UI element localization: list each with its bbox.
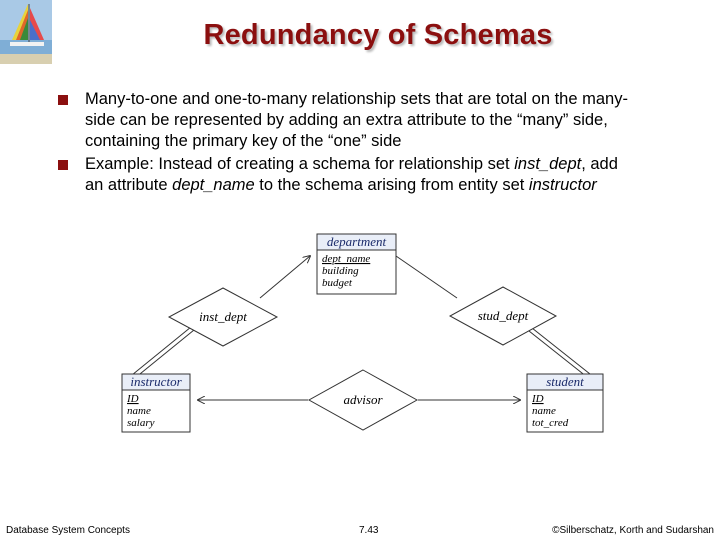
entity-attribute-pk: ID: [531, 393, 544, 405]
relationship-label: advisor: [344, 392, 384, 407]
bullet-item: Many-to-one and one-to-many relationship…: [58, 89, 638, 152]
relationship-label: stud_dept: [478, 308, 529, 323]
entity-attribute: building: [322, 265, 359, 277]
bullet-item: Example: Instead of creating a schema fo…: [58, 154, 638, 196]
entity-instructor: instructor ID name salary: [121, 373, 191, 433]
entity-attribute: budget: [322, 277, 353, 289]
entity-attribute: name: [127, 405, 151, 417]
er-diagram: department dept_name building budget ins…: [121, 233, 604, 433]
entity-attribute: tot_cred: [532, 417, 569, 429]
entity-title: department: [327, 234, 387, 249]
student-to-stud-dept-line-b: [528, 330, 588, 378]
bullet-text-part: , add an attribute: [85, 155, 618, 194]
inst-dept-to-department-line: [259, 256, 310, 299]
stud-dept-to-department-line: [395, 255, 458, 299]
instructor-to-inst-dept-line-b: [134, 329, 195, 379]
entity-student: student ID name tot_cred: [526, 373, 604, 433]
slide-title: Redundancy of Schemas: [203, 19, 553, 51]
instructor-to-inst-dept-line-a: [131, 326, 192, 376]
entity-attribute: salary: [127, 417, 155, 429]
relationship-stud-dept: stud_dept: [448, 286, 558, 346]
square-bullet-icon: [58, 160, 68, 170]
entity-attribute-pk: ID: [126, 393, 139, 405]
footer-slide-number: 7.43: [359, 525, 379, 536]
bullet-text-part: to the schema arising from entity set: [254, 176, 529, 194]
relationship-inst-dept: inst_dept: [167, 287, 279, 347]
bullet-text-part: Example: Instead of creating a schema fo…: [85, 155, 515, 173]
entity-attribute: name: [532, 405, 556, 417]
bullet-list: Many-to-one and one-to-many relationship…: [58, 89, 638, 198]
footer-course-name: Database System Concepts: [6, 525, 130, 536]
bullet-text-italic-part: instructor: [528, 176, 597, 194]
square-bullet-icon: [58, 95, 68, 105]
entity-department: department dept_name building budget: [316, 233, 397, 295]
bullet-text-italic-part: inst_dept: [514, 155, 582, 173]
relationship-advisor: advisor: [307, 369, 419, 431]
entity-attribute-pk: dept_name: [322, 253, 370, 265]
footer-copyright: ©Silberschatz, Korth and Sudarshan: [552, 525, 714, 536]
bullet-text-italic-part: dept_name: [172, 176, 255, 194]
entity-title: student: [546, 374, 584, 389]
entity-title: instructor: [130, 374, 182, 389]
relationship-label: inst_dept: [199, 309, 247, 324]
student-to-stud-dept-line-a: [531, 327, 591, 375]
sailboat-logo-image: [0, 0, 52, 64]
bullet-text: Many-to-one and one-to-many relationship…: [85, 90, 628, 150]
